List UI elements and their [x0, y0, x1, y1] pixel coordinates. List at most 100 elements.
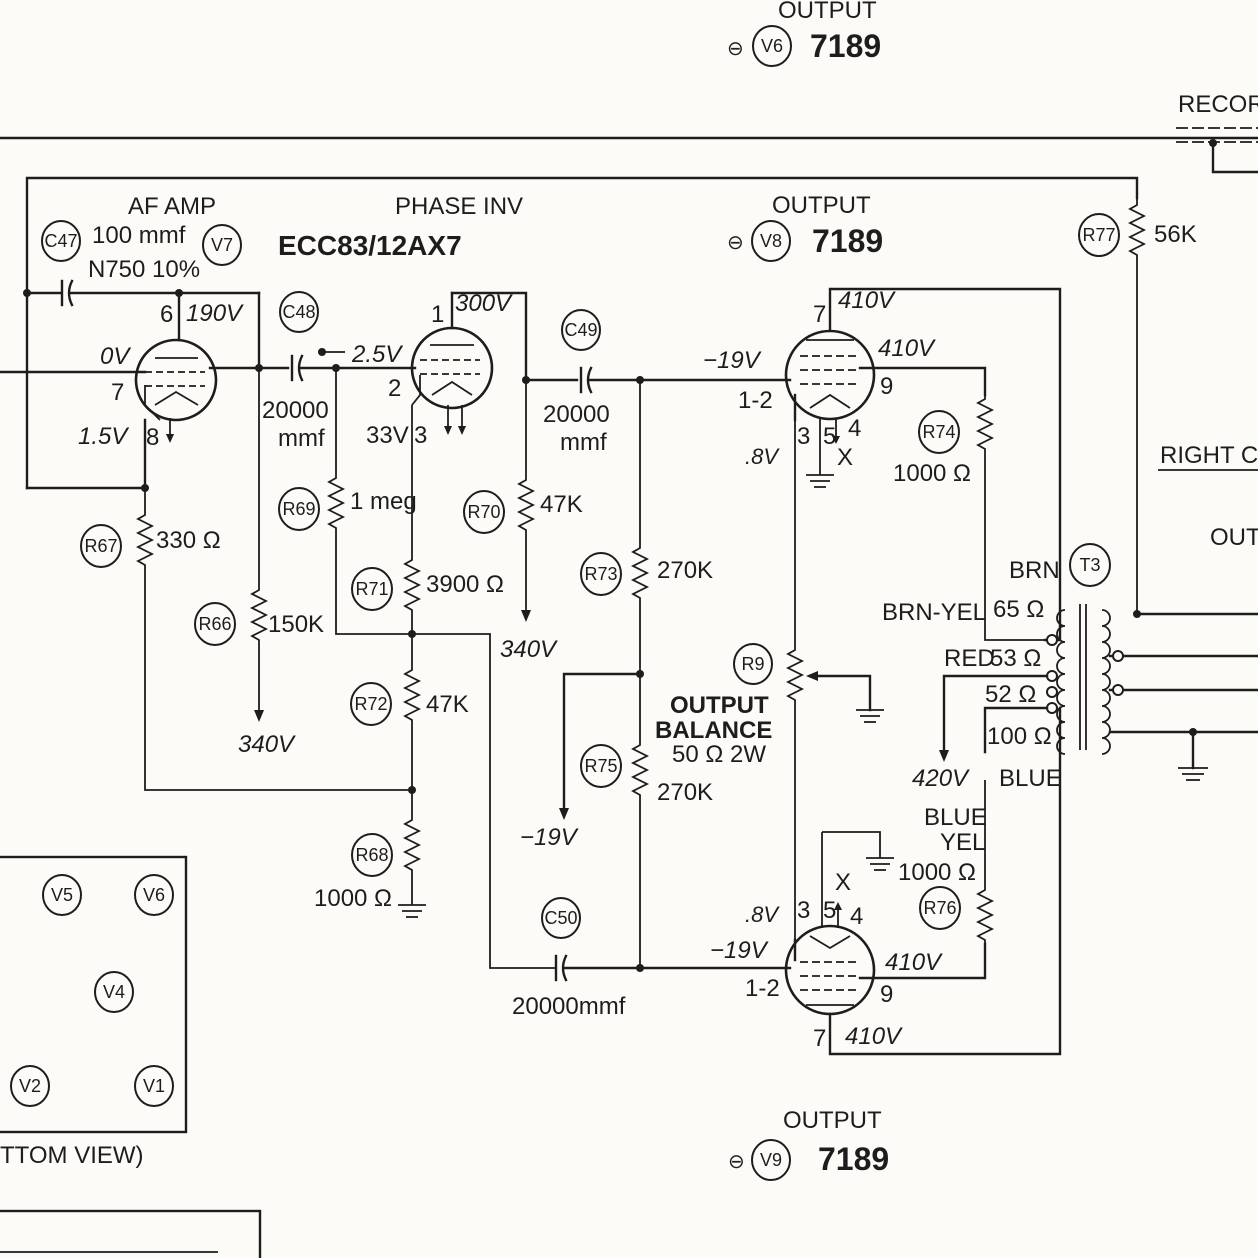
- r68-value: 1000 Ω: [314, 885, 392, 912]
- c48-value1: 20000: [262, 397, 329, 424]
- right-ch-label: RIGHT CH: [1160, 442, 1258, 469]
- c47-extra: N750 10%: [88, 256, 200, 283]
- r9-ref: R9: [741, 654, 764, 674]
- t3-tap65: 65 Ω: [993, 596, 1044, 623]
- r72-ref: R72: [354, 694, 387, 714]
- r77-circle: [1078, 213, 1120, 257]
- socket-v5-label: V5: [51, 885, 73, 905]
- r9-title2: BALANCE: [655, 717, 772, 744]
- v7b-plate-voltage: 300V: [455, 290, 513, 317]
- v7a-pin6: 6: [160, 301, 173, 328]
- c49-circle: [561, 309, 601, 351]
- r75-ref: R75: [584, 756, 617, 776]
- c48-circle: [279, 291, 319, 333]
- v6-ref: V6: [761, 36, 783, 56]
- r73-ref: R73: [584, 564, 617, 584]
- t3-blue: BLUE: [999, 765, 1062, 792]
- v9-screen-voltage: 410V: [885, 949, 943, 976]
- c49-value1: 20000: [543, 401, 610, 428]
- r71-ref: R71: [355, 579, 388, 599]
- r67-value: 330 Ω: [156, 527, 221, 554]
- outp-label: OUTP: [1210, 524, 1258, 551]
- v7b-pin2: 2: [388, 375, 401, 402]
- v9-type: 7189: [818, 1141, 889, 1177]
- r71-circle: [351, 567, 393, 611]
- v8-pin7: 7: [813, 301, 826, 328]
- r70-value: 47K: [540, 491, 583, 518]
- v8-output-label: OUTPUT: [772, 192, 871, 219]
- t3-ref: T3: [1079, 555, 1100, 575]
- v8-pin9: 9: [880, 373, 893, 400]
- v9-pin3: 3: [797, 897, 810, 924]
- v9-cathode-symbol: ⊖: [728, 1151, 745, 1173]
- r67-ref: R67: [84, 536, 117, 556]
- r70-supply-voltage: 340V: [500, 636, 558, 663]
- r69-circle: [278, 487, 320, 531]
- r68-circle: [351, 833, 393, 877]
- c48-ref: C48: [282, 302, 315, 322]
- v9-tube: [784, 924, 876, 1016]
- socket-v4: [94, 971, 134, 1013]
- r77-ref: R77: [1082, 225, 1115, 245]
- t3-tap100: 100 Ω: [987, 723, 1052, 750]
- r74-circle: [918, 410, 960, 454]
- phase-inv-heading: PHASE INV: [395, 193, 523, 220]
- r72-circle: [350, 682, 392, 726]
- r9-circle: [733, 643, 773, 685]
- c49-ref: C49: [564, 320, 597, 340]
- record-label: RECORD: [1178, 91, 1258, 118]
- t3-primary-winding: [1056, 604, 1111, 755]
- v7-ref: V7: [211, 235, 233, 255]
- bias-supply-voltage: −19V: [520, 824, 579, 851]
- v9-pin-x: X: [835, 869, 851, 896]
- c49-value2: mmf: [560, 429, 607, 456]
- v7a-tube: [134, 338, 218, 422]
- c50-ref: C50: [544, 908, 577, 928]
- r74-ref: R74: [922, 422, 955, 442]
- v7b-tube: [410, 326, 494, 410]
- top-output-label: OUTPUT: [778, 0, 877, 24]
- r76-ref: R76: [923, 898, 956, 918]
- v9-pin4: 4: [850, 903, 863, 930]
- r73-circle: [580, 552, 622, 596]
- t3-tap52: 52 Ω: [985, 681, 1036, 708]
- socket-view-box: [0, 855, 188, 1134]
- v8-plate-voltage: 410V: [838, 287, 896, 314]
- socket-v5: [42, 874, 82, 916]
- v8-pin12: 1-2: [738, 387, 773, 414]
- v8-type: 7189: [812, 223, 883, 259]
- bottom-box: [0, 1209, 262, 1258]
- v9-pin9: 9: [880, 981, 893, 1008]
- r9-title1: OUTPUT: [670, 692, 769, 719]
- v9-pin5: 5: [823, 897, 836, 924]
- t3-circle: [1069, 543, 1111, 587]
- c50-value: 20000mmf: [512, 993, 626, 1020]
- r76-circle: [919, 886, 961, 930]
- r75-circle: [580, 744, 622, 788]
- v9-cathode-voltage: .8V: [745, 902, 780, 927]
- r72-value: 47K: [426, 691, 469, 718]
- c47-value: 100 mmf: [92, 222, 186, 249]
- socket-v2: [10, 1065, 50, 1107]
- v9-ref: V9: [760, 1150, 782, 1170]
- r67-circle: [80, 524, 122, 568]
- v8-pin3: 3: [797, 423, 810, 450]
- r66-value: 150K: [268, 611, 324, 638]
- socket-v4-label: V4: [103, 982, 125, 1002]
- v9-pin7: 7: [813, 1025, 826, 1052]
- v7a-cathode-voltage: 1.5V: [78, 423, 129, 450]
- v7a-pin8: 8: [146, 424, 159, 451]
- socket-view-caption: TTOM VIEW): [0, 1142, 144, 1169]
- c48-value2: mmf: [278, 425, 325, 452]
- socket-v2-label: V2: [19, 1076, 41, 1096]
- r68-ref: R68: [355, 845, 388, 865]
- v7a-grid-voltage: 0V: [100, 343, 131, 370]
- socket-v1: [134, 1065, 174, 1107]
- t3-blue-yel2: YEL: [940, 829, 985, 856]
- v9-plate-voltage: 410V: [845, 1023, 903, 1050]
- tube-type-main: ECC83/12AX7: [278, 230, 462, 261]
- c47-circle: [41, 220, 81, 262]
- v7b-pin3: 3: [414, 422, 427, 449]
- r66-circle: [194, 602, 236, 646]
